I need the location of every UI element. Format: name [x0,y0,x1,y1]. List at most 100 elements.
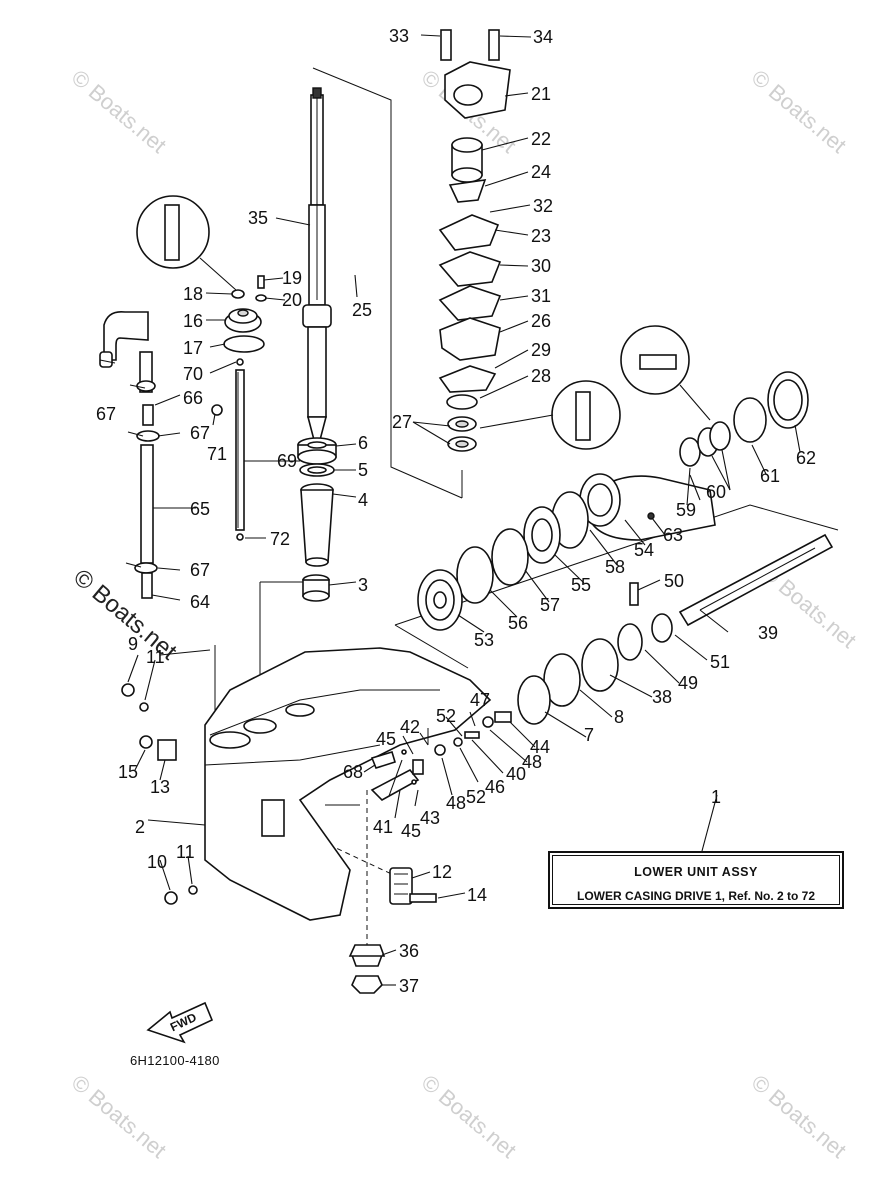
callout-numbers: 1 2 3 4 5 6 7 8 9 10 11 11 12 13 14 15 1… [96,26,816,996]
callout: 70 [183,364,203,384]
callout: 66 [183,388,203,408]
callout: 51 [710,652,730,672]
callout: 23 [531,226,551,246]
callout: 16 [183,311,203,331]
callout: 20 [282,290,302,310]
assembly-title: LOWER UNIT ASSY [634,865,758,879]
callout: 34 [533,27,553,47]
callout: 48 [522,752,542,772]
callout: 50 [664,571,684,591]
callout: 6 [358,433,368,453]
callout: 35 [248,208,268,228]
shift-rod-boot [136,195,267,353]
callout: 38 [652,687,672,707]
shaft-bearings [297,437,337,602]
callout: 61 [760,466,780,486]
callout: 44 [530,737,550,757]
callout: 57 [540,595,560,615]
propeller-shaft [517,533,834,725]
callout: 21 [531,84,551,104]
water-pump [438,29,621,452]
callout: 31 [531,286,551,306]
callout: 22 [531,129,551,149]
callout: 15 [118,762,138,782]
callout: 67 [190,560,210,580]
parts-info-box: LOWER UNIT ASSY LOWER CASING DRIVE 1, Re… [548,851,844,909]
callout: 29 [531,340,551,360]
callout: 59 [676,500,696,520]
callout: 36 [399,941,419,961]
callout: 48 [446,793,466,813]
callout: 60 [706,482,726,502]
callout: 8 [614,707,624,727]
watermark: © Boats.net [68,564,182,666]
assembly-subtitle: LOWER CASING DRIVE 1, Ref. No. 2 to 72 [576,889,816,903]
callout: 10 [147,852,167,872]
callout: 52 [436,706,456,726]
callout: 69 [277,451,297,471]
callout: 24 [531,162,551,182]
callout: 3 [358,575,368,595]
lower-casing [204,647,492,921]
callout: 32 [533,196,553,216]
callout: 72 [270,529,290,549]
watermark: © Boats.net [747,1070,851,1163]
casing-hardware [121,683,437,905]
callout: 39 [758,623,778,643]
callout: 30 [531,256,551,276]
watermark: © Boats.net [747,65,851,158]
callout: 67 [96,404,116,424]
callout: 41 [373,817,393,837]
callout: 53 [474,630,494,650]
callout: 45 [376,729,396,749]
callout: 67 [190,423,210,443]
callout: 5 [358,460,368,480]
pinion-gear [348,944,386,994]
callout: 33 [389,26,409,46]
callout: 43 [420,808,440,828]
callout: 9 [128,634,138,654]
callout: 14 [467,885,487,905]
callout: 37 [399,976,419,996]
callout: 63 [663,525,683,545]
callout: 64 [190,592,210,612]
forward-gear [417,569,463,631]
watermark: © Boats.net [417,1070,521,1163]
water-tube [99,310,160,599]
watermark: © Boats.net [67,1070,171,1163]
callout: 19 [282,268,302,288]
callout: 65 [190,499,210,519]
diagram-code: 6H12100-4180 [130,1053,220,1068]
watermark: © Boats.net [67,65,171,158]
callout: 1 [711,787,721,807]
callout: 45 [401,821,421,841]
callout: 54 [634,540,654,560]
callout: 40 [506,764,526,784]
callout: 28 [531,366,551,386]
callout: 46 [485,777,505,797]
callout: 26 [531,311,551,331]
callout: 11 [176,842,195,862]
callout: 62 [796,448,816,468]
callout: 7 [584,725,594,745]
callout: 68 [343,762,363,782]
callout: 25 [352,300,372,320]
callout: 13 [150,777,170,797]
callout: 55 [571,575,591,595]
propeller-housing [456,325,809,604]
callout: 47 [470,690,490,710]
callout: 58 [605,557,625,577]
callout: 12 [432,862,452,882]
callout: 4 [358,490,368,510]
callout: 42 [400,717,420,737]
fwd-arrow: FWD [146,1001,214,1044]
shift-rod [211,358,245,541]
callout: 52 [466,787,486,807]
callout: 18 [183,284,203,304]
callout: 56 [508,613,528,633]
callout: 71 [207,444,227,464]
leader-lines [127,34,801,986]
drive-shaft [302,87,332,441]
callout: 17 [183,338,203,358]
